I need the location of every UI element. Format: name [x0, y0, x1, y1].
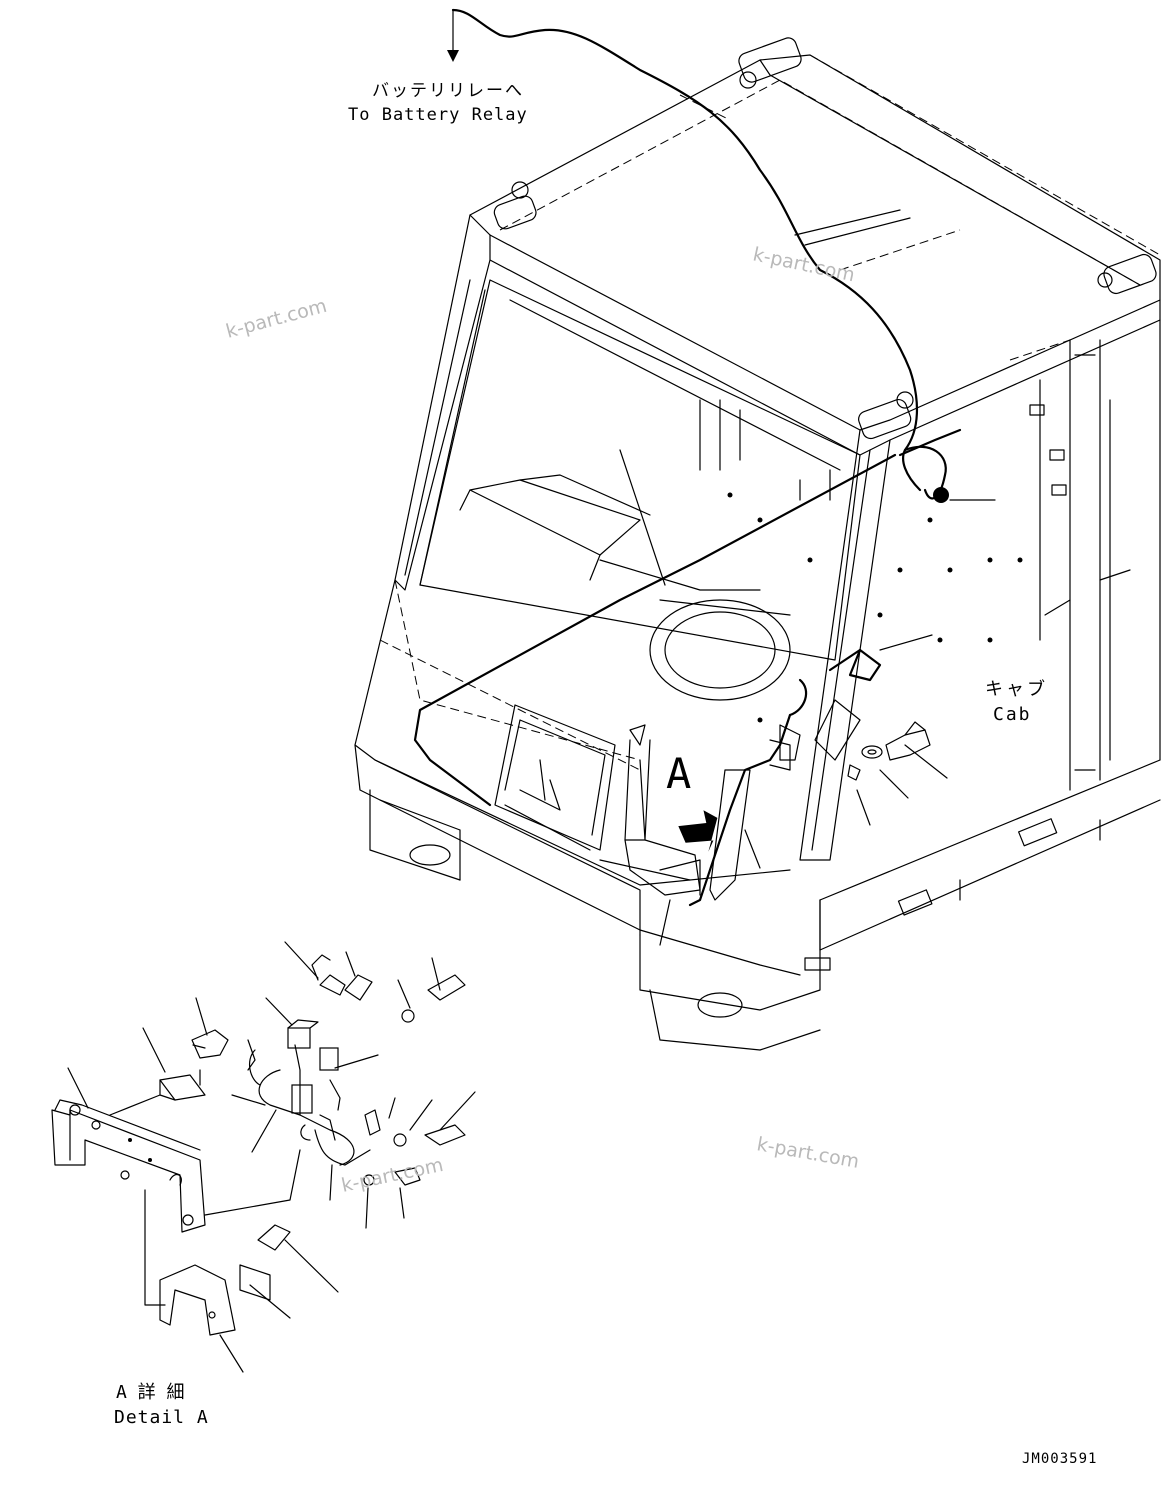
battery-relay-label-jp: バッテリリレーへ	[372, 81, 524, 101]
detail-a-label-en: Detail A	[114, 1407, 209, 1428]
cab-frame	[354, 37, 1161, 1051]
detail-a-leaders	[67, 941, 476, 1373]
watermark: k-part.com	[339, 1154, 445, 1197]
watermark: k-part.com	[751, 243, 857, 286]
detail-a-parts	[51, 954, 466, 1336]
watermark: k-part.com	[224, 295, 330, 343]
cab-label-jp: キャブ	[985, 678, 1048, 700]
arrow-to-battery-relay	[447, 9, 459, 62]
battery-relay-label-en: To Battery Relay	[348, 105, 528, 125]
leader-lines	[619, 449, 996, 946]
watermark: k-part.com	[755, 1133, 861, 1173]
detail-a-label-jp: A 詳 細	[116, 1382, 185, 1403]
cab-label-en: Cab	[993, 704, 1032, 725]
drawing-number: JM003591	[1022, 1451, 1097, 1467]
view-letter-a: A	[666, 749, 691, 798]
wiring-harness	[413, 8, 962, 907]
